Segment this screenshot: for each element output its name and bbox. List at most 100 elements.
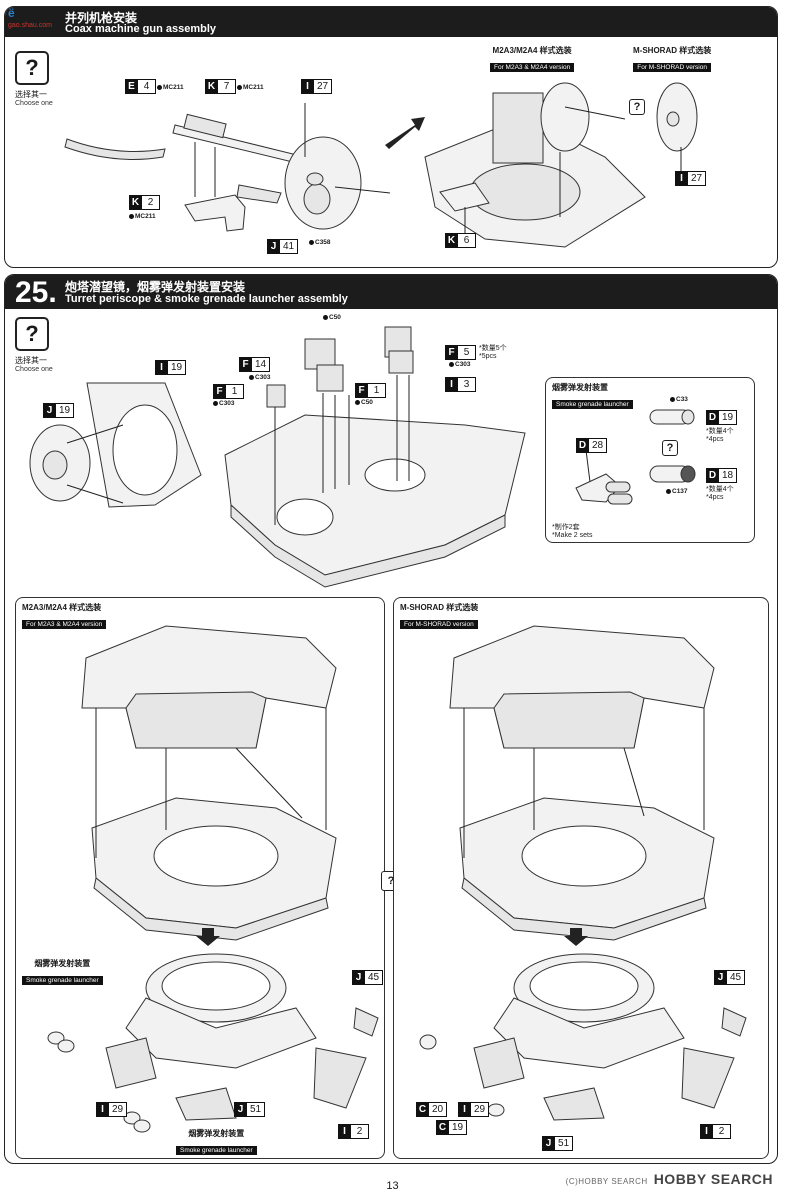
tag-number: 45 (727, 970, 746, 985)
step-24-title-zh: 并列机枪安装 (65, 11, 138, 25)
question-icon-small: ? (662, 440, 678, 456)
tag-letter: D (706, 410, 719, 425)
tag-letter: J (352, 970, 365, 985)
watermark-url: gao.shau.com (8, 22, 52, 29)
tag-number: 51 (555, 1136, 574, 1151)
tag-number: 19 (449, 1120, 468, 1135)
step-25-number: 25. (15, 276, 57, 309)
cement-dot-icon (129, 214, 134, 219)
tag-letter: F (445, 345, 458, 360)
cement-code: C50 (329, 314, 341, 321)
step-25-title-en: Turret periscope & smoke grenade launche… (65, 293, 348, 305)
cement-tag: C137 (666, 488, 688, 495)
step-24-header: 并列机枪安装 Coax machine gun assembly (5, 7, 777, 37)
tag-number: 2 (142, 195, 160, 210)
tag-letter: I (96, 1102, 109, 1117)
question-icon: ? (15, 51, 49, 85)
cement-tag: C303 (449, 361, 471, 368)
cement-tag: MC211 (157, 84, 184, 91)
page-number: 13 (386, 1180, 399, 1192)
note-en: *4pcs (706, 494, 724, 501)
question-icon: ? (15, 317, 49, 351)
cement-tag: C50 (323, 314, 341, 321)
tag-number: 14 (252, 357, 271, 372)
m2a3-head-zh: M2A3/M2A4 样式选装 (22, 603, 102, 612)
version-a-zh: M2A3/M2A4 样式选装 (492, 46, 572, 55)
smoke-zh: 烟雾弹发射装置 (34, 959, 91, 968)
tag-number: 2 (351, 1124, 369, 1139)
tag-letter: F (355, 383, 368, 398)
step-25-panel: 25. 炮塔潜望镜，烟雾弹发射装置安装 Turret periscope & s… (4, 274, 778, 1164)
tag-number: 18 (719, 468, 738, 483)
tag-number: 29 (109, 1102, 128, 1117)
choose-one-marker: ? 选择其一 Choose one (15, 317, 53, 373)
tag-letter: I (675, 171, 688, 186)
cement-tag: C303 (249, 374, 271, 381)
cement-code: C137 (672, 488, 688, 495)
tag-letter: K (129, 195, 142, 210)
choose-one-en: Choose one (15, 100, 53, 107)
choose-one-en: Choose one (15, 366, 53, 373)
tag-number: 6 (458, 233, 476, 248)
cement-tag: C33 (670, 396, 688, 403)
tag-number: 5 (458, 345, 476, 360)
tag-letter: I (155, 360, 168, 375)
tag-number: 27 (314, 79, 333, 94)
tag-letter: F (213, 384, 226, 399)
m2a3-version-header: M2A3/M2A4 样式选装 For M2A3 & M2A4 version (22, 602, 107, 631)
tag-letter: D (706, 468, 719, 483)
note-en: *5pcs (479, 353, 497, 360)
tag-letter: J (714, 970, 727, 985)
question-icon-small: ? (629, 99, 645, 115)
cement-dot-icon (355, 400, 360, 405)
smoke-zh: 烟雾弹发射装置 (188, 1129, 245, 1138)
note-zh: *数量5个 (479, 345, 507, 352)
f5-quantity-note: *数量5个*5pcs (479, 345, 507, 361)
tag-number: 19 (168, 360, 187, 375)
make-sets-note: *制作2套*Make 2 sets (552, 524, 592, 540)
cement-dot-icon (309, 240, 314, 245)
tag-letter: I (458, 1102, 471, 1117)
tag-number: 20 (429, 1102, 448, 1117)
d19-quantity-note: *数量4个*4pcs (706, 428, 734, 444)
tag-letter: J (542, 1136, 555, 1151)
version-b-en: For M-SHORAD version (633, 63, 711, 72)
cement-code: C303 (455, 361, 471, 368)
tag-letter: J (234, 1102, 247, 1117)
tag-number: 1 (226, 384, 244, 399)
smoke-launcher-title-en: Smoke grenade launcher (552, 400, 633, 409)
tag-letter: D (576, 438, 589, 453)
smoke-launcher-title-zh: 烟雾弹发射装置 (552, 383, 608, 392)
tag-letter: I (301, 79, 314, 94)
smoke-launcher-illustration (575, 409, 696, 505)
cement-dot-icon (157, 85, 162, 90)
d18-quantity-note: *数量4个*4pcs (706, 486, 734, 502)
footer-brand-text: HOBBY SEARCH (653, 1171, 773, 1187)
step-24-illustration (64, 82, 698, 248)
cement-tag: MC211 (129, 213, 156, 220)
step-24-panel: 并列机枪安装 Coax machine gun assembly ? 选择其一 … (4, 6, 778, 268)
note-zh: *数量4个 (706, 428, 734, 435)
tag-letter: J (267, 239, 280, 254)
tag-letter: I (338, 1124, 351, 1139)
tag-letter: I (445, 377, 458, 392)
